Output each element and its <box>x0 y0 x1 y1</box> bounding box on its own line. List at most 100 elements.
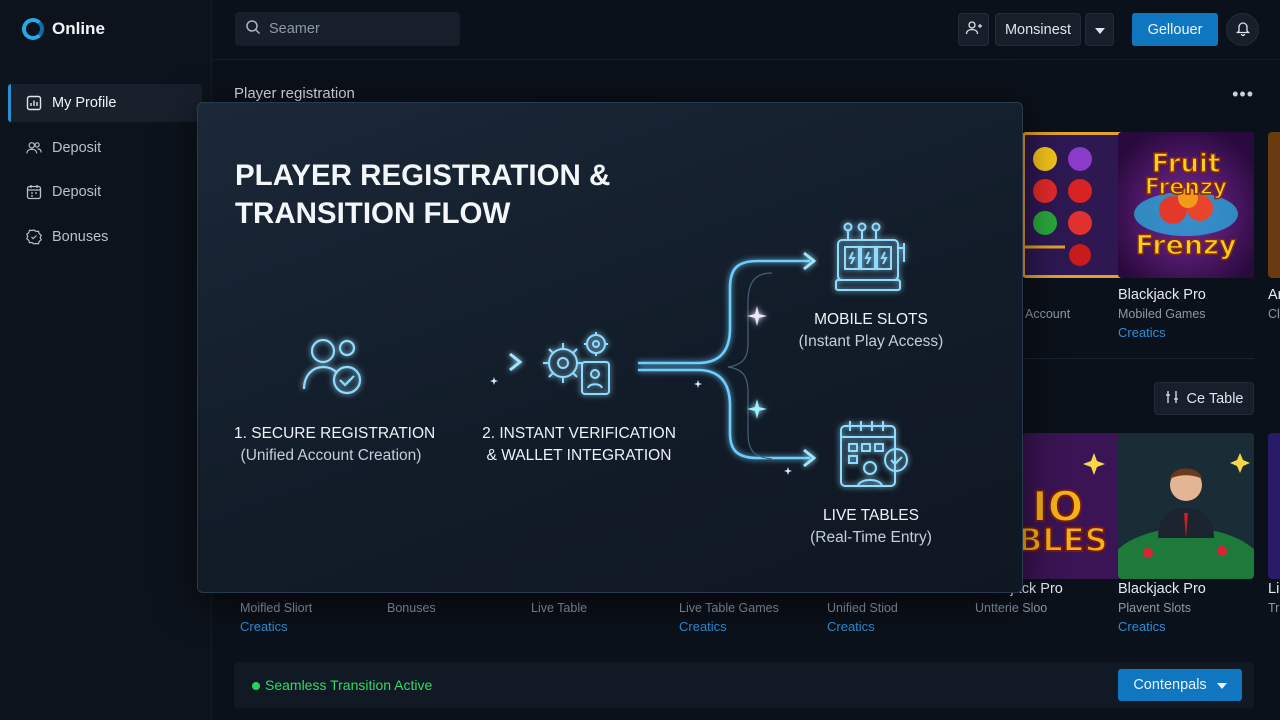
modal-title-line-1: PLAYER REGISTRATION & <box>235 159 611 192</box>
game-card-live-dealer[interactable] <box>1118 433 1254 579</box>
step-2-label: 2. INSTANT VERIFICATION & WALLET INTEGRA… <box>481 423 677 467</box>
sidebar-item-deposit[interactable]: Deposit <box>8 129 202 167</box>
step-1-label: 1. SECURE REGISTRATION (Unified Account … <box>234 423 436 467</box>
badge-icon <box>26 228 42 245</box>
gears-wallet-icon <box>543 332 610 395</box>
more-options-icon[interactable]: ••• <box>1232 84 1254 104</box>
sidebar-item-bonuses[interactable]: Bonuses <box>8 218 202 256</box>
card-link[interactable]: Creatics <box>1118 619 1166 634</box>
brand-name: Online <box>52 19 105 38</box>
flow-diagram <box>302 222 908 487</box>
step-1-subtitle: (Unified Account Creation) <box>240 447 422 464</box>
brand-logo[interactable]: Online <box>22 18 105 40</box>
filter-table-button[interactable]: Ce Table <box>1154 382 1254 415</box>
flow-branch-inner <box>727 272 773 460</box>
search-icon <box>245 19 261 40</box>
modal-title-line-2: TRANSITION FLOW <box>235 197 511 230</box>
status-text: Seamless Transition Active <box>265 677 433 693</box>
card-link[interactable]: Creatics <box>679 619 727 634</box>
sidebar-item-label: Deposit <box>52 184 102 200</box>
account-dropdown-toggle[interactable] <box>1085 13 1114 46</box>
step-2-title: 2. INSTANT VERIFICATION <box>482 425 676 442</box>
status-dot-icon <box>252 682 260 690</box>
card-subtitle: Account <box>1025 307 1071 321</box>
flow-branch <box>638 259 810 460</box>
svg-text:Fruit: Fruit <box>1152 149 1221 179</box>
arrow-head-top <box>803 251 817 271</box>
card-subtitle: Bonuses <box>387 601 436 615</box>
branch-live-tables-subtitle: (Real-Time Entry) <box>810 529 932 546</box>
main-content: Player registration ••• Fruit Frenzy Fre… <box>212 60 1280 720</box>
user-check-icon <box>302 338 362 395</box>
registration-flow-modal: PLAYER REGISTRATION & TRANSITION FLOW <box>197 102 1023 593</box>
logo-ring-icon <box>22 18 44 40</box>
calendar-icon <box>26 184 42 200</box>
primary-action-label: Gellouer <box>1147 21 1203 38</box>
user-icon <box>965 20 983 40</box>
game-card-partial-2[interactable] <box>1268 433 1280 579</box>
top-bar: Monsinest Gellouer <box>212 0 1280 60</box>
card-title: Ar <box>1268 287 1280 303</box>
caret-down-icon <box>1216 677 1227 693</box>
card-subtitle: Plavent Slots <box>1118 601 1191 615</box>
card-subtitle: Tr <box>1268 601 1280 615</box>
card-subtitle: Mobiled Games <box>1118 307 1206 321</box>
notifications-button[interactable] <box>1226 13 1259 46</box>
branch-mobile-slots-subtitle: (Instant Play Access) <box>798 333 944 350</box>
card-subtitle: Unified Stiod <box>827 601 898 615</box>
status-action-button[interactable]: Contenpals <box>1118 669 1242 701</box>
filter-table-label: Ce Table <box>1186 390 1244 407</box>
game-card-partial[interactable] <box>1268 132 1280 278</box>
card-link[interactable]: Creatics <box>827 619 875 634</box>
step-1-title: 1. SECURE REGISTRATION <box>234 425 436 442</box>
users-icon <box>26 140 42 156</box>
branch-live-tables-label: LIVE TABLES (Real-Time Entry) <box>796 505 946 549</box>
flow-arrow-1 <box>391 352 523 372</box>
section-title: Player registration <box>234 85 355 102</box>
branch-mobile-slots-title: MOBILE SLOTS <box>814 311 928 328</box>
search-box[interactable] <box>235 12 460 46</box>
card-link[interactable]: Creatics <box>240 619 288 634</box>
live-dealer-art <box>1118 433 1254 579</box>
calendar-user-icon <box>840 421 908 487</box>
card-subtitle: Live Table <box>531 601 588 615</box>
card-subtitle: Cl <box>1268 307 1280 321</box>
card-link[interactable]: Creatics <box>1118 325 1166 340</box>
chevron-down-icon <box>1094 22 1105 38</box>
sidebar-item-label: Bonuses <box>52 228 109 245</box>
sparkle-icon <box>784 467 792 475</box>
sidebar-item-deposit-2[interactable]: Deposit <box>8 173 202 211</box>
sidebar-item-my-profile[interactable]: My Profile <box>8 84 202 122</box>
fruit-frenzy-art: Fruit Frenzy Frenzy <box>1118 132 1254 278</box>
card-subtitle: Untterie Sloo <box>975 601 1048 615</box>
row-divider <box>1022 358 1254 359</box>
bell-icon <box>1235 20 1251 40</box>
sidebar-item-label: Deposit <box>52 139 102 156</box>
card-subtitle: Live Table Games <box>679 601 779 615</box>
primary-action-button[interactable]: Gellouer <box>1132 13 1218 46</box>
branch-live-tables-title: LIVE TABLES <box>823 507 919 524</box>
sparkle-icon <box>490 377 498 385</box>
sliders-icon <box>1165 390 1179 408</box>
status-action-label: Contenpals <box>1133 677 1207 693</box>
search-input[interactable] <box>269 21 439 37</box>
card-subtitle: Moifled Sliort <box>240 601 313 615</box>
card-title: Blackjack Pro <box>1118 287 1206 303</box>
sidebar-item-label: My Profile <box>52 95 117 111</box>
user-button[interactable] <box>958 13 989 46</box>
sparkle-icon <box>747 399 767 419</box>
chart-icon <box>26 95 42 111</box>
sparkle-icon <box>694 380 702 388</box>
sidebar-nav: My Profile Deposit Deposit Bonuses <box>8 84 202 262</box>
slot-machine-icon <box>835 222 905 291</box>
step-2-subtitle: & WALLET INTEGRATION <box>486 447 672 464</box>
game-card-fruit-frenzy[interactable]: Fruit Frenzy Frenzy <box>1118 132 1254 278</box>
account-menu-button[interactable]: Monsinest <box>995 13 1081 46</box>
sidebar: Online My Profile Deposit Deposit Bonuse… <box>0 0 212 720</box>
svg-text:BLES: BLES <box>1022 521 1108 559</box>
sparkle-icon <box>747 306 767 326</box>
card-title: Li <box>1268 581 1280 597</box>
status-bar: Seamless Transition Active Contenpals <box>234 662 1254 708</box>
card-title: Blackjack Pro <box>1118 581 1206 597</box>
arrow-head-bottom <box>803 448 817 468</box>
